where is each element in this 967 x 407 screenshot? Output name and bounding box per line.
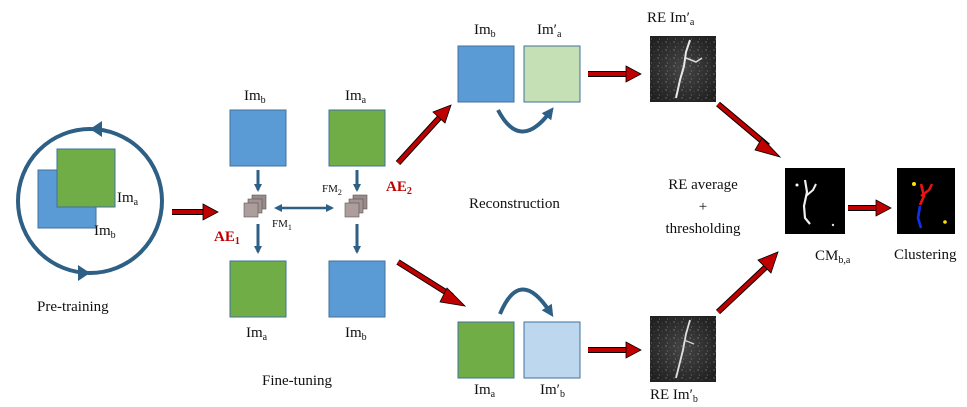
fm2-stack — [344, 194, 368, 218]
reconstruction-caption: Reconstruction — [469, 196, 560, 212]
ae1-label: AE1 — [214, 229, 240, 247]
ft-bottom-right-label: Imb — [345, 325, 367, 343]
fm1-label: FM1 — [272, 218, 292, 232]
ae2-label: AE2 — [386, 179, 412, 197]
cm-label: CMb,a — [815, 248, 851, 266]
rec-bottom-im-a-square — [457, 321, 515, 379]
clustering-label: Clustering — [894, 247, 957, 263]
fm1-stack — [243, 194, 267, 218]
arrow-re-bottom-to-cm — [715, 251, 779, 315]
rec-bottom-im-b-prime-square — [523, 321, 581, 379]
ft-top-right-square — [328, 109, 386, 167]
arrow-ae2-to-top — [395, 104, 452, 166]
pretraining-group — [16, 121, 164, 281]
re-average-line1: RE average — [668, 177, 738, 193]
change-map-image — [785, 168, 845, 234]
ft-top-left-label: Imb — [244, 88, 266, 106]
reconstruction-bottom — [457, 287, 581, 379]
re-average-line2: + — [698, 199, 708, 215]
re-bottom-label: RE Im′b — [650, 387, 698, 405]
reconstruction-top — [457, 45, 581, 134]
arrow-cm-to-clustering — [848, 199, 892, 217]
re-average-line3: thresholding — [665, 221, 741, 237]
rec-top-im-a-prime-square — [523, 45, 581, 103]
ft-bottom-left-label: Ima — [246, 325, 268, 343]
pretraining-im-a-label: Ima — [117, 190, 139, 208]
ft-bottom-right-square — [328, 260, 386, 318]
arrow-rec-top-to-re — [588, 65, 642, 83]
arrow-ae1-to-bottom — [396, 259, 467, 307]
rec-top-im-b-square — [457, 45, 515, 103]
ft-top-left-square — [229, 109, 287, 167]
rec-bottom-loop-arrow — [498, 287, 554, 318]
rec-top-im-a-prime-label: Im′a — [537, 22, 562, 40]
ft-bottom-left-square — [229, 260, 287, 318]
pretraining-im-a-square — [56, 148, 116, 208]
rec-bottom-im-a-label: Ima — [474, 382, 496, 400]
rec-bottom-im-b-prime-label: Im′b — [540, 382, 565, 400]
fm2-label: FM2 — [322, 183, 342, 197]
rec-top-im-b-label: Imb — [474, 22, 496, 40]
arrow-re-top-to-cm — [716, 101, 782, 158]
re-bottom-image — [650, 316, 716, 382]
cycle-arrowhead-top — [90, 121, 102, 137]
arrow-pretrain-to-finetune — [172, 203, 219, 221]
re-top-image — [650, 36, 716, 102]
arrow-rec-bottom-to-re — [588, 341, 642, 359]
finetuning-caption: Fine-tuning — [262, 373, 332, 389]
ft-top-right-label: Ima — [345, 88, 367, 106]
rec-top-loop-arrow — [496, 107, 554, 134]
re-top-label: RE Im′a — [647, 10, 695, 28]
clustering-image — [897, 168, 955, 234]
pretraining-im-b-label: Imb — [94, 223, 116, 241]
finetuning-group — [229, 109, 386, 318]
pretraining-caption: Pre-training — [37, 299, 109, 315]
cycle-arrowhead-bottom — [78, 265, 90, 281]
